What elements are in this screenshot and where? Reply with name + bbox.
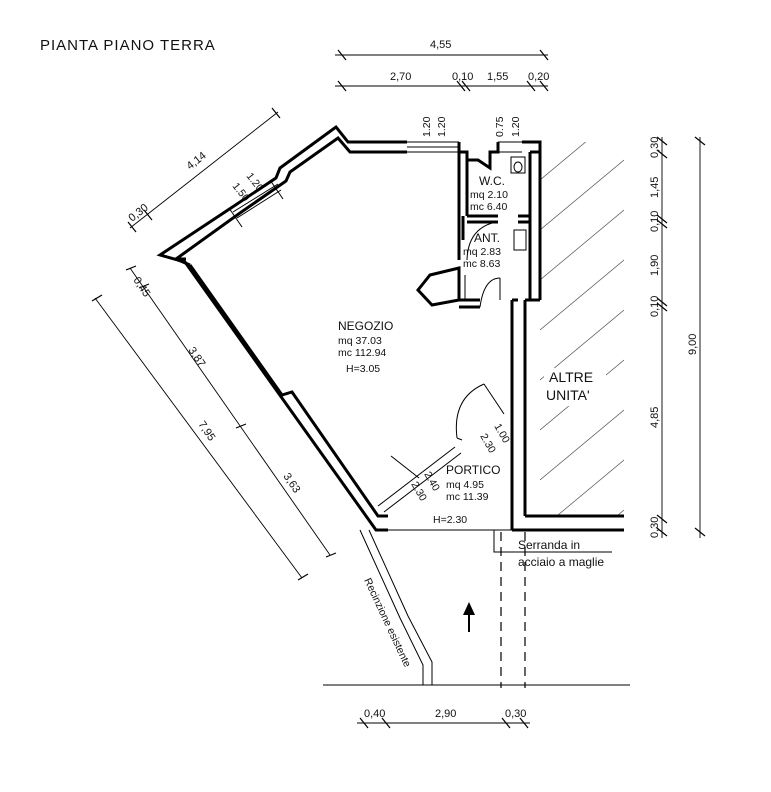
- other-units-label-2: UNITA': [546, 387, 590, 403]
- bottom-seg-1: 0,40: [364, 708, 385, 720]
- portico-volume: mc 11.39: [446, 491, 489, 503]
- shutter-note-1: Serranda in: [518, 538, 580, 552]
- right-seg-4: 1,90: [649, 255, 661, 276]
- inner-dim-b: 3,63: [281, 471, 303, 495]
- right-seg-5: 0,10: [649, 296, 661, 317]
- top-seg-3: 1,55: [487, 71, 508, 83]
- right-overall-dim: 9,00: [687, 334, 699, 355]
- ant-volume: mc 8.63: [463, 258, 501, 270]
- right-seg-3: 0,10: [649, 211, 661, 232]
- top-dimension-chain: 4,55 2,70 0,10 1,55 0,20: [335, 39, 549, 92]
- opening-2: 1.20: [436, 116, 448, 137]
- ant-name: ANT.: [474, 231, 500, 245]
- diagonal-dimensions: 4,14 0,30 1.50 1.20 0,45 3,87 3,63 7,95: [91, 107, 337, 581]
- bottom-seg-2: 2,90: [435, 708, 456, 720]
- plan-title: PIANTA PIANO TERRA: [40, 37, 216, 54]
- bottom-seg-3: 0,30: [505, 708, 526, 720]
- other-units-hatch: ALTRE UNITA': [540, 142, 624, 516]
- shutter-note-2: acciaio a maglie: [518, 555, 604, 569]
- room-ant: ANT. mq 2.83 mc 8.63: [463, 231, 501, 270]
- wc-name: W.C.: [479, 174, 505, 188]
- room-negozio: NEGOZIO mq 37.03 mc 112.94 H=3.05: [338, 319, 393, 375]
- other-units-label-1: ALTRE: [549, 369, 593, 385]
- right-dimension-chain: 9,00 0,30 1,45 0,10 1,90 0,10 4,85 0,30: [649, 136, 706, 538]
- top-seg-4: 0,20: [528, 71, 549, 83]
- opening-1: 1.20: [421, 116, 433, 137]
- right-seg-2: 1,45: [649, 177, 661, 198]
- ant-area: mq 2.83: [463, 246, 501, 258]
- walls: [156, 124, 624, 532]
- top-seg-2: 0,10: [452, 71, 473, 83]
- portico-name: PORTICO: [446, 463, 500, 477]
- opening-3: 0.75: [494, 116, 506, 137]
- bottom-dimension-chain: 0,40 2,90 0,30: [357, 708, 530, 729]
- room-portico: PORTICO mq 4.95 mc 11.39 H=2.30: [433, 463, 500, 526]
- entrance-arrow-icon: [463, 602, 475, 615]
- opening-4: 1.20: [510, 116, 522, 137]
- main-door-dim-b: 2.30: [477, 432, 498, 456]
- diag-overall-dim: 7,95: [196, 419, 218, 443]
- right-seg-1: 0,30: [649, 137, 661, 158]
- negozio-volume: mc 112.94: [338, 347, 386, 359]
- portico-area: mq 4.95: [446, 479, 484, 491]
- portico-height: H=2.30: [433, 514, 467, 526]
- top-overall-dim: 4,55: [430, 39, 451, 51]
- right-seg-7: 0,30: [649, 517, 661, 538]
- inner-dim-a: 3,87: [186, 345, 208, 369]
- negozio-name: NEGOZIO: [338, 319, 393, 333]
- wc-volume: mc 6.40: [470, 201, 508, 213]
- negozio-area: mq 37.03: [338, 335, 382, 347]
- exterior-elements: Serranda in acciaio a maglie Recinzione …: [323, 529, 630, 688]
- room-wc: W.C. mq 2.10 mc 6.40: [470, 174, 508, 213]
- negozio-height: H=3.05: [346, 363, 380, 375]
- opening-labels: 1.20 1.20 0.75 1.20: [421, 116, 522, 137]
- wc-area: mq 2.10: [470, 189, 508, 201]
- right-seg-6: 4,85: [649, 407, 661, 428]
- top-seg-1: 2,70: [390, 71, 411, 83]
